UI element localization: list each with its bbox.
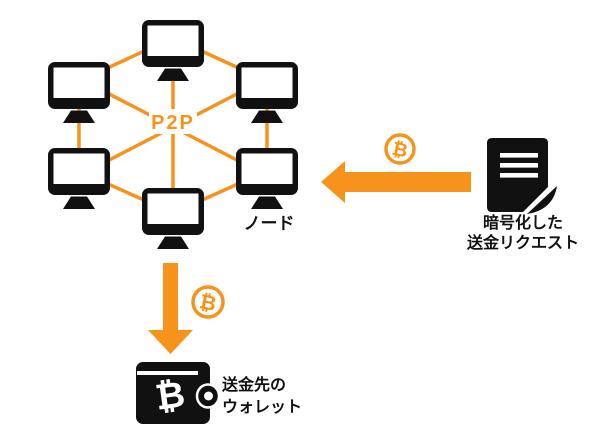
bitcoin-symbol: ₿ xyxy=(197,290,218,316)
wallet-label-line2: ウォレット xyxy=(222,398,302,416)
bitcoin-icon: ₿ xyxy=(384,133,416,165)
monitor-icon xyxy=(142,20,204,81)
wallet-label-line1: 送金先の xyxy=(221,375,286,394)
bitcoin-icon: ₿ xyxy=(191,285,225,319)
monitor-icon xyxy=(48,148,110,209)
document-icon xyxy=(487,138,557,214)
arrow-down-icon xyxy=(148,263,193,354)
monitor-icon xyxy=(236,62,298,123)
wallet-bitcoin-symbol: ₿ xyxy=(153,373,188,418)
request-label-line1: 暗号化した xyxy=(483,213,563,232)
p2p-label: P2P xyxy=(151,112,195,134)
monitor-icon xyxy=(236,148,298,209)
monitor-icon xyxy=(142,188,204,249)
p2p-label-backing xyxy=(149,109,197,134)
request-label-line2: 送金リクエスト xyxy=(466,233,579,252)
arrow-left-icon xyxy=(321,161,471,203)
bitcoin-symbol: ₿ xyxy=(390,139,410,163)
wallet-icon: ₿ xyxy=(136,362,221,424)
node-label: ノード xyxy=(244,214,295,233)
monitor-icon xyxy=(48,62,110,123)
